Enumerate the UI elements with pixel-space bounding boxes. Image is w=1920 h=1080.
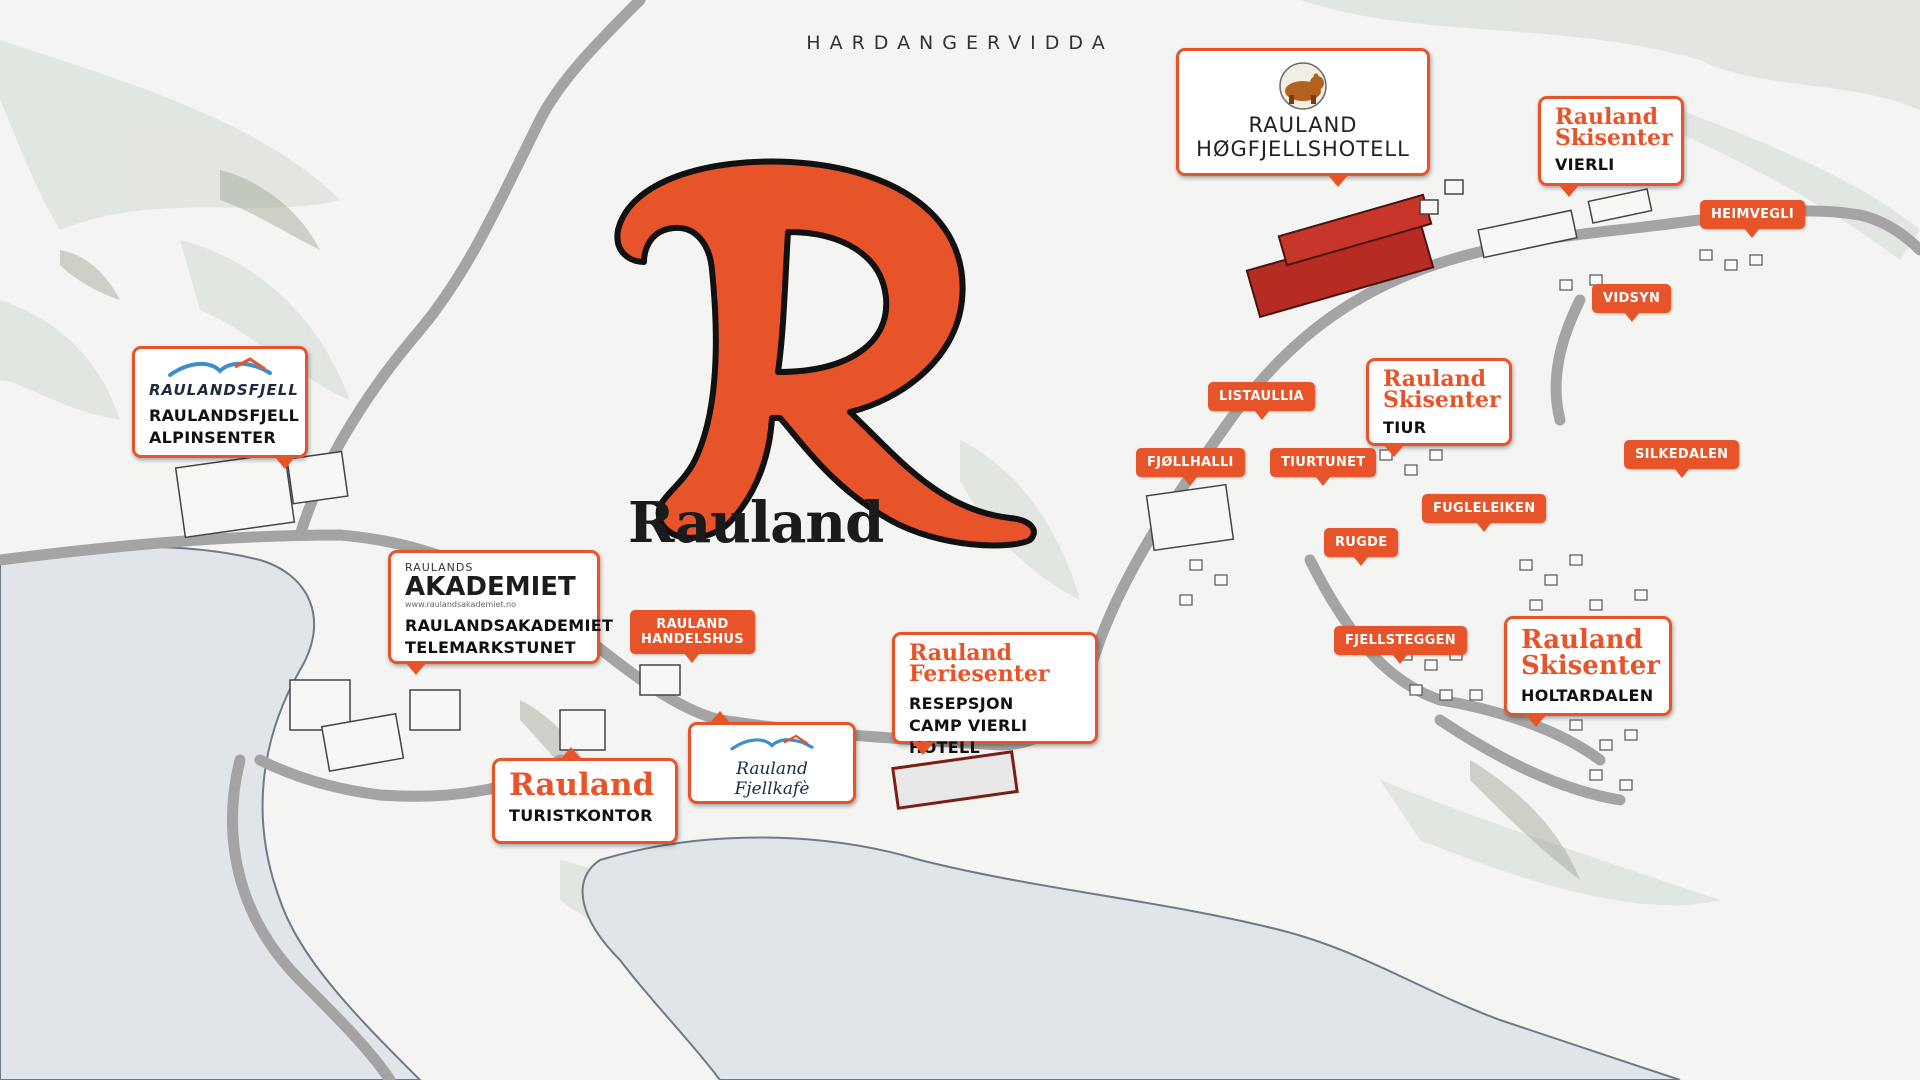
akademiet-line1: RAULANDSAKADEMIET xyxy=(405,616,614,635)
raulandsfjell-line1: RAULANDSFJELL xyxy=(149,406,300,425)
turistkontor-callout[interactable]: Rauland TURISTKONTOR xyxy=(492,747,678,844)
cabin-clusters xyxy=(1179,249,1763,791)
raulandsfjell-logo-text: RAULANDSFJELL xyxy=(149,381,299,399)
tag-handelshus-line1: RAULAND xyxy=(656,617,729,632)
hotel-callout[interactable]: RAULAND HØGFJELLSHOTELL xyxy=(1176,48,1430,187)
feriesenter-brand-1: Rauland xyxy=(909,640,1013,666)
vierli-brand-2: Skisenter xyxy=(1555,125,1673,151)
fjellkafe-name: Rauland Fjellkafè xyxy=(734,759,810,799)
vierli-brand-1: Rauland xyxy=(1555,104,1659,130)
tiur-brand-1: Rauland xyxy=(1383,366,1487,392)
tag-fugleleiken[interactable]: FUGLELEIKEN xyxy=(1422,494,1547,532)
tag-silkedalen[interactable]: SILKEDALEN xyxy=(1624,440,1740,478)
rauland-r-logo xyxy=(614,158,1037,549)
akademiet-url: www.raulandsakademiet.no xyxy=(405,600,517,609)
tag-handelshus-line2: HANDELSHUS xyxy=(641,632,744,647)
cabins xyxy=(174,179,1653,772)
feriesenter-line1: RESEPSJON xyxy=(909,694,1014,713)
akademiet-callout[interactable]: RAULANDS AKADEMIET www.raulandsakademiet… xyxy=(388,550,614,675)
akademiet-logo-small: RAULANDS xyxy=(405,561,474,574)
holtardalen-brand-2: Skisenter xyxy=(1521,651,1661,681)
vierli-callout[interactable]: Rauland Skisenter VIERLI xyxy=(1538,96,1684,197)
bear-icon xyxy=(1279,62,1327,110)
feriesenter-brand-2: Feriesenter xyxy=(909,661,1050,687)
turistkontor-brand: Rauland xyxy=(509,767,655,803)
rauland-wordmark: Rauland xyxy=(628,490,884,556)
holtardalen-name: HOLTARDALEN xyxy=(1521,686,1654,705)
raulandsfjell-callout[interactable]: RAULANDSFJELL RAULANDSFJELL ALPINSENTER xyxy=(132,346,308,469)
tag-tiurtunet[interactable]: TIURTUNET xyxy=(1270,448,1377,486)
feriesenter-line2: CAMP VIERLI HOTELL xyxy=(909,716,1028,757)
holtardalen-brand-1: Rauland xyxy=(1521,625,1643,655)
mountain-wave-icon xyxy=(168,357,272,377)
tiur-name: TIUR xyxy=(1383,418,1427,437)
hotel-name-line1: RAULAND xyxy=(1248,113,1358,137)
tag-rugde[interactable]: RUGDE xyxy=(1324,528,1399,566)
tag-listaullia[interactable]: LISTAULLIA xyxy=(1208,382,1316,420)
hotel-name-line2: HØGFJELLSHOTELL xyxy=(1196,137,1410,161)
tag-vidsyn[interactable]: VIDSYN xyxy=(1592,284,1672,322)
raulandsfjell-line2: ALPINSENTER xyxy=(149,428,276,447)
turistkontor-name: TURISTKONTOR xyxy=(509,806,653,825)
mountain-wave-icon xyxy=(730,734,814,751)
akademiet-logo-big: AKADEMIET xyxy=(405,572,576,602)
region-label: HARDANGERVIDDA xyxy=(806,32,1114,54)
tag-heimvegli[interactable]: HEIMVEGLI xyxy=(1700,200,1805,238)
feriesenter-callout[interactable]: Rauland Feriesenter RESEPSJON CAMP VIERL… xyxy=(892,632,1098,757)
tag-rauland-handelshus[interactable]: RAULAND HANDELSHUS xyxy=(630,610,755,663)
vierli-name: VIERLI xyxy=(1555,155,1615,174)
fjellkafe-callout[interactable]: Rauland Fjellkafè xyxy=(688,711,856,804)
tiur-brand-2: Skisenter xyxy=(1383,387,1501,413)
tag-fjellsteggen[interactable]: FJELLSTEGGEN xyxy=(1334,626,1467,664)
akademiet-line2: TELEMARKSTUNET xyxy=(405,638,576,657)
holtardalen-callout[interactable]: Rauland Skisenter HOLTARDALEN xyxy=(1504,616,1672,727)
tiur-callout[interactable]: Rauland Skisenter TIUR xyxy=(1366,358,1512,457)
tag-fjollhalli[interactable]: FJØLLHALLI xyxy=(1136,448,1245,486)
